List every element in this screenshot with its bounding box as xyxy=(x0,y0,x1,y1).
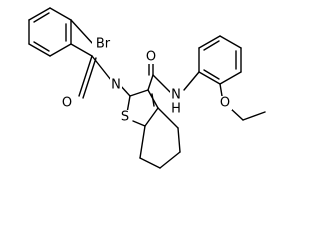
amide-nitrogen-label: N xyxy=(171,88,181,103)
chemical-structure-diagram: Br N O S O N H O xyxy=(28,7,266,169)
amide-hydrogen-label: H xyxy=(171,102,181,117)
thiophene-ring xyxy=(126,89,159,127)
left-carbonyl-oxygen-label: O xyxy=(62,96,72,111)
thiophene-sulfur-label: S xyxy=(121,110,129,125)
ether-oxygen-label: O xyxy=(220,96,230,111)
bromophenyl-ring xyxy=(28,7,72,57)
imine-nitrogen-label: N xyxy=(111,78,121,93)
ethoxyphenyl-ring xyxy=(198,35,242,85)
ethoxy-chain xyxy=(219,83,266,121)
cyclohexene-ring xyxy=(139,107,181,169)
right-carbonyl-oxygen-label: O xyxy=(146,50,156,65)
bromine-atom-label: Br xyxy=(96,37,111,52)
benzoyl-carbonyl xyxy=(70,19,112,99)
